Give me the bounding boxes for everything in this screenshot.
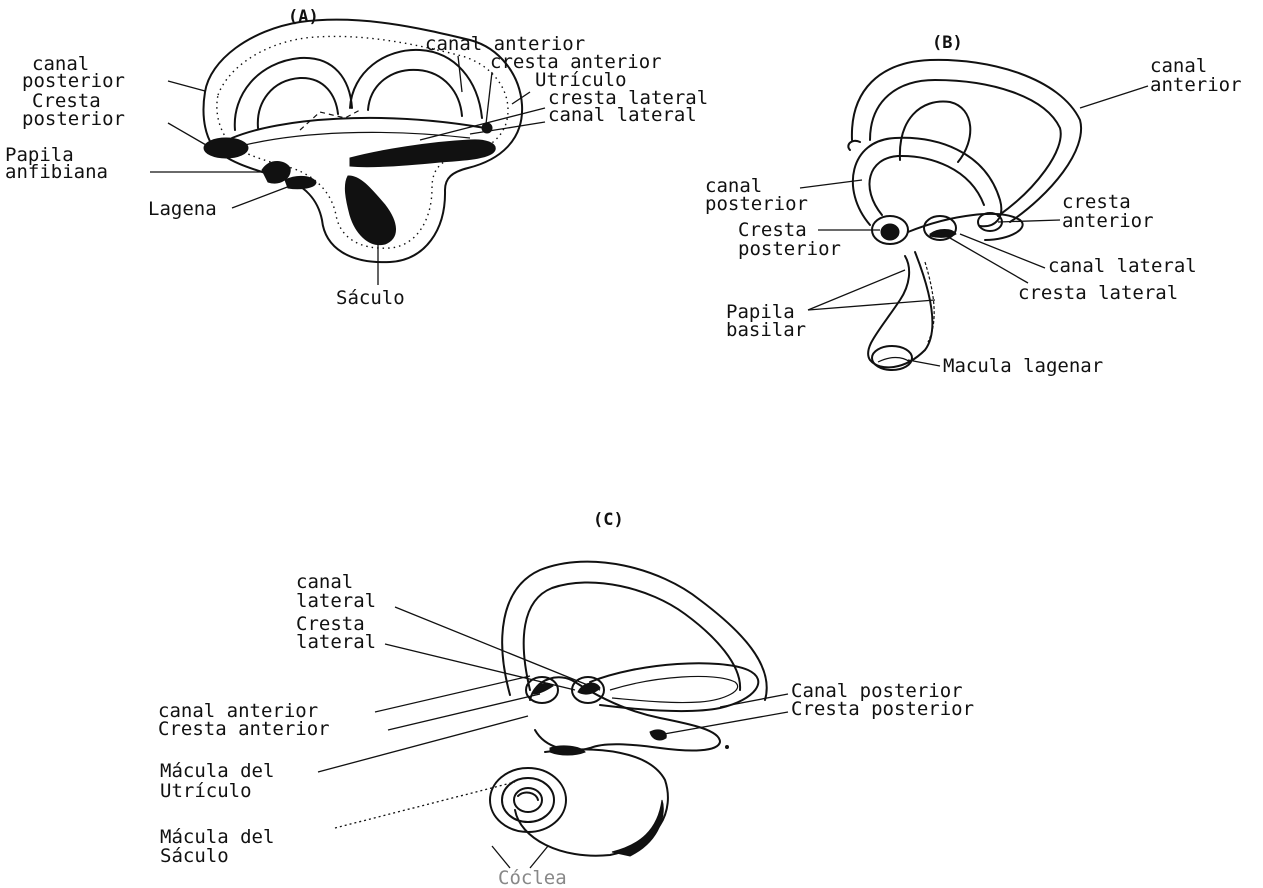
panel-a-leader-cresta-posterior: [168, 123, 206, 145]
panel-a-label-lagena: Lagena: [148, 198, 217, 220]
panel-a-leader-lagena: [232, 186, 290, 208]
panel-c-leader-canal-lateral: [395, 607, 600, 690]
panel-c-cochlea-spiral-mid: [502, 778, 554, 822]
panel-c-label-macula-utriculo: Mácula del Utrículo: [160, 760, 286, 802]
panel-c-label-macula-saculo: Mácula del Sáculo: [160, 826, 286, 867]
panel-a-leader-cresta-lateral: [420, 108, 545, 140]
panel-b-label-papila-basilar: Papila basilar: [726, 301, 806, 341]
panel-a-cresta-lateral-patch: [350, 140, 495, 167]
panel-b-label-cresta-anterior: cresta anterior: [1062, 191, 1154, 232]
panel-a-label-saculo: Sáculo: [336, 287, 405, 309]
panel-c-stray-dot: [725, 745, 729, 749]
panel-b: (B) canal: [705, 33, 1242, 377]
panel-c-drawing: [490, 562, 767, 856]
panel-a-saculo-patch: [345, 176, 395, 245]
panel-a-label-papila-anfibiana: Papila anfibiana: [5, 144, 108, 183]
panel-b-label-canal-anterior: canal anterior: [1150, 55, 1242, 96]
panel-b-label-macula-lagenar: Macula lagenar: [943, 355, 1103, 377]
panel-b-cresta-posterior-patch: [881, 224, 899, 240]
panel-b-macula-lagenar-inner: [878, 358, 910, 363]
panel-c-label-cresta-posterior: Cresta posterior: [791, 698, 974, 720]
panel-a-canal-lateral: [232, 118, 485, 138]
panel-b-drawing: [848, 60, 1081, 370]
panel-c-label-canal-lateral: canal lateral: [296, 571, 376, 612]
panel-b-leader-macula-lagenar: [908, 360, 940, 366]
panel-c-leader-macula-utriculo: [318, 716, 528, 772]
panel-b-canal-anterior-inner: [870, 80, 1061, 216]
panel-a-drawing: [203, 20, 522, 263]
panel-c: (C) canal: [158, 510, 974, 888]
panel-a-canal-anterior-inner: [368, 70, 462, 116]
panel-a: (A) canal posterior: [5, 7, 708, 309]
panel-a-leader-canal-posterior: [168, 81, 205, 91]
panel-c-label-cresta-anterior: Cresta anterior: [158, 718, 330, 740]
panel-a-leader-cresta-anterior: [486, 72, 492, 124]
panel-a-label-canal-lateral: canal lateral: [548, 104, 697, 126]
panel-c-cresta-posterior-patch: [650, 730, 666, 740]
panel-c-cresta-anterior-patch: [533, 683, 553, 694]
panel-c-leader-cresta-anterior: [388, 694, 540, 730]
panel-b-label-cresta-lateral: cresta lateral: [1018, 282, 1178, 304]
panel-a-label-canal-posterior: canal posterior: [22, 53, 125, 92]
panel-b-canal-posterior-outer: [853, 138, 1001, 226]
panel-c-leader-canal-posterior: [720, 694, 788, 707]
panel-c-canal-anterior-inner: [524, 582, 740, 690]
panel-c-label-cresta-lateral: Cresta lateral: [296, 613, 376, 653]
panel-b-canal-posterior-inner: [869, 156, 984, 215]
panel-b-knob: [848, 141, 860, 150]
panel-b-canal-anterior-outer: [852, 60, 1081, 222]
panel-a-canal-anterior-loop: [350, 50, 482, 118]
panel-a-label-cresta-posterior: Cresta posterior: [22, 90, 125, 130]
panel-c-cochlea-spiral-core: [518, 793, 538, 800]
panel-b-leader-canal-anterior: [1080, 86, 1148, 108]
panel-a-cresta-posterior-patch: [204, 138, 248, 158]
panel-c-title: (C): [593, 510, 624, 530]
panel-b-inner-loop: [900, 102, 970, 162]
panel-b-leader-cresta-lateral: [950, 238, 1028, 283]
panel-b-label-cresta-posterior: Cresta posterior: [738, 219, 841, 260]
panel-b-cresta-lateral-patch: [930, 230, 956, 238]
panel-c-label-coclea: Cóclea: [498, 867, 567, 888]
panel-a-leader-canal-anterior: [458, 56, 462, 92]
panel-a-lagena-patch: [285, 176, 316, 188]
panel-b-label-canal-posterior: canal posterior: [705, 175, 808, 215]
panel-b-leader-cresta-anterior: [998, 220, 1060, 222]
panel-c-leader-canal-anterior: [375, 676, 530, 712]
panel-b-label-canal-lateral: canal lateral: [1048, 255, 1197, 277]
panel-a-canal-posterior-inner: [258, 78, 338, 128]
panel-c-leader-macula-saculo: [335, 782, 515, 828]
panel-c-canal-lateral-inner: [610, 676, 738, 702]
panel-b-title: (B): [932, 33, 963, 53]
panel-c-macula-saculo-patch: [612, 800, 663, 856]
panel-c-leader-coclea-1: [492, 846, 510, 868]
panel-c-leader-cresta-lateral: [385, 644, 575, 690]
panel-c-leader-coclea-2: [530, 846, 548, 868]
